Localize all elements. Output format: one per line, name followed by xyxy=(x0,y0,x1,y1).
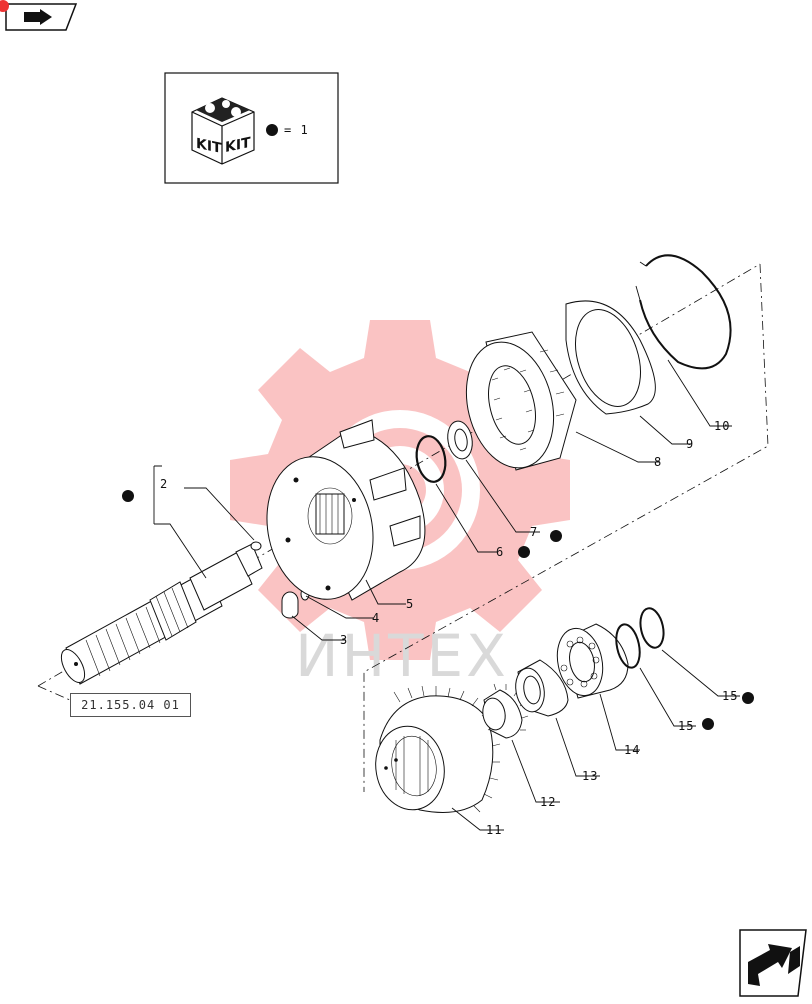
friction-plate-pack-part[interactable] xyxy=(454,331,577,477)
kit-bullet-icon xyxy=(266,124,278,136)
snap-ring-15b-part[interactable] xyxy=(637,606,667,650)
leader-lines xyxy=(153,359,740,831)
callout-6: 6 xyxy=(496,545,504,559)
gear-part[interactable] xyxy=(369,685,501,815)
kit-bullet-icon xyxy=(742,692,754,704)
roller-bearing-part[interactable] xyxy=(551,623,629,700)
pin-part[interactable] xyxy=(250,541,299,619)
kit-bullet-icon xyxy=(550,530,562,542)
callout-9: 9 xyxy=(686,437,694,451)
callout-15a: 15 xyxy=(678,719,694,733)
callout-3: 3 xyxy=(340,633,348,647)
kit-box-icon: KIT KIT xyxy=(191,97,255,165)
kit-bullets xyxy=(122,490,754,730)
next-page-arrow-icon[interactable] xyxy=(739,929,807,997)
callout-5: 5 xyxy=(406,597,414,611)
callout-7: 7 xyxy=(530,525,538,539)
retaining-ring-part[interactable] xyxy=(635,254,732,370)
reference-code-box[interactable]: 21.155.04 01 xyxy=(70,693,191,717)
spacer-ring-part[interactable] xyxy=(512,659,569,717)
kit-legend-text: = 1 xyxy=(284,123,309,137)
kit-box-text-left: KIT xyxy=(196,136,222,157)
callout-8: 8 xyxy=(654,455,662,469)
pinion-part[interactable] xyxy=(480,683,529,739)
watermark-text: ИНТЕХ xyxy=(295,622,509,690)
callout-15b: 15 xyxy=(722,689,738,703)
kit-box-text-right: KIT xyxy=(225,135,251,156)
callout-11: 11 xyxy=(486,823,502,837)
callout-2: 2 xyxy=(160,477,168,491)
kit-bullet-icon xyxy=(122,490,134,502)
reference-leader xyxy=(37,685,71,701)
snap-ring-15a-part[interactable] xyxy=(613,622,644,670)
clutch-drum-part[interactable] xyxy=(254,419,426,609)
callout-13: 13 xyxy=(582,769,598,783)
kit-legend-box xyxy=(164,72,339,184)
callout-14: 14 xyxy=(624,743,640,757)
shaft-part[interactable] xyxy=(57,543,263,686)
callout-10: 10 xyxy=(714,419,730,433)
callout-4: 4 xyxy=(372,611,380,625)
callout-12: 12 xyxy=(540,795,556,809)
assembly-frame-line xyxy=(363,263,769,792)
folder-arrow-icon[interactable] xyxy=(0,0,78,31)
steel-plate-part[interactable] xyxy=(564,300,656,415)
snap-ring-part[interactable] xyxy=(413,434,449,484)
callout-labels: 2 3 4 5 6 7 8 9 10 11 12 13 14 15 15 xyxy=(160,419,738,837)
kit-bullet-icon xyxy=(702,718,714,730)
thrust-washer-part[interactable] xyxy=(445,419,475,461)
kit-bullet-icon xyxy=(518,546,530,558)
